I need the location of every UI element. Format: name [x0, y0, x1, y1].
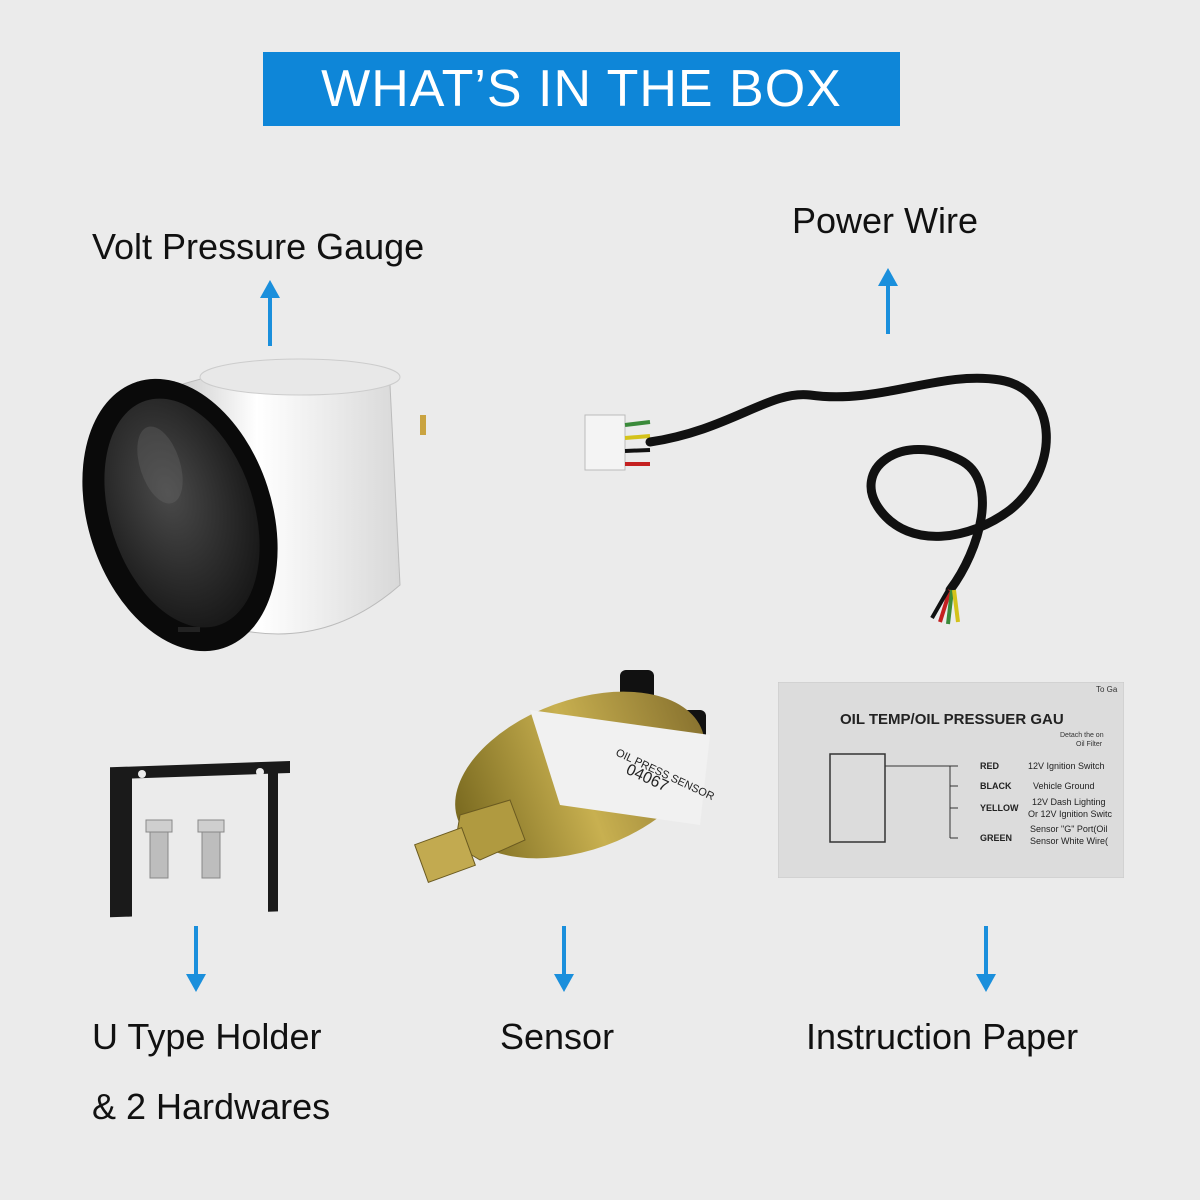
label-volt-pressure-gauge: Volt Pressure Gauge [92, 226, 425, 267]
wire-yellow-desc-2: Or 12V Ignition Switc [1028, 809, 1113, 819]
wire-yellow-label: YELLOW [980, 803, 1019, 813]
wire-red-desc: 12V Ignition Switch [1028, 761, 1105, 771]
wire-red-label: RED [980, 761, 1000, 771]
page-title: WHAT’S IN THE BOX [321, 60, 842, 118]
label-sensor: Sensor [500, 1016, 615, 1057]
instruction-paper-image: To Ga OIL TEMP/OIL PRESSUER GAU Detach t… [778, 682, 1124, 878]
arrow-up-icon [878, 268, 898, 334]
sheet-note-1: Detach the on [1060, 732, 1104, 739]
power-wire-image [584, 373, 1051, 625]
wire-black-label: BLACK [980, 781, 1012, 791]
wire-green-desc-2: Sensor White Wire( [1030, 836, 1108, 846]
gauge-image [82, 358, 426, 652]
sheet-title: OIL TEMP/OIL PRESSUER GAU [840, 711, 1064, 728]
wire-green-desc: Sensor "G" Port(Oil [1030, 824, 1107, 834]
sheet-note-2: Oil Filter [1076, 741, 1103, 748]
wire-yellow-desc: 12V Dash Lighting [1032, 797, 1106, 807]
label-u-type-holder: U Type Holder [92, 1016, 322, 1057]
label-instruction-paper: Instruction Paper [806, 1016, 1079, 1057]
label-power-wire: Power Wire [792, 200, 979, 241]
wire-green-label: GREEN [980, 833, 1012, 843]
arrow-down-icon [554, 926, 574, 992]
wire-black-desc: Vehicle Ground [1033, 781, 1095, 791]
sensor-image: OIL PRESS SENSOR 04067 [414, 670, 716, 883]
title-banner: WHAT’S IN THE BOX [263, 52, 900, 126]
arrow-up-icon [260, 280, 280, 346]
label-hardwares: & 2 Hardwares [92, 1086, 331, 1127]
sheet-corner-text: To Ga [1096, 685, 1118, 694]
arrow-down-icon [186, 926, 206, 992]
u-holder-image [110, 761, 290, 918]
arrow-down-icon [976, 926, 996, 992]
